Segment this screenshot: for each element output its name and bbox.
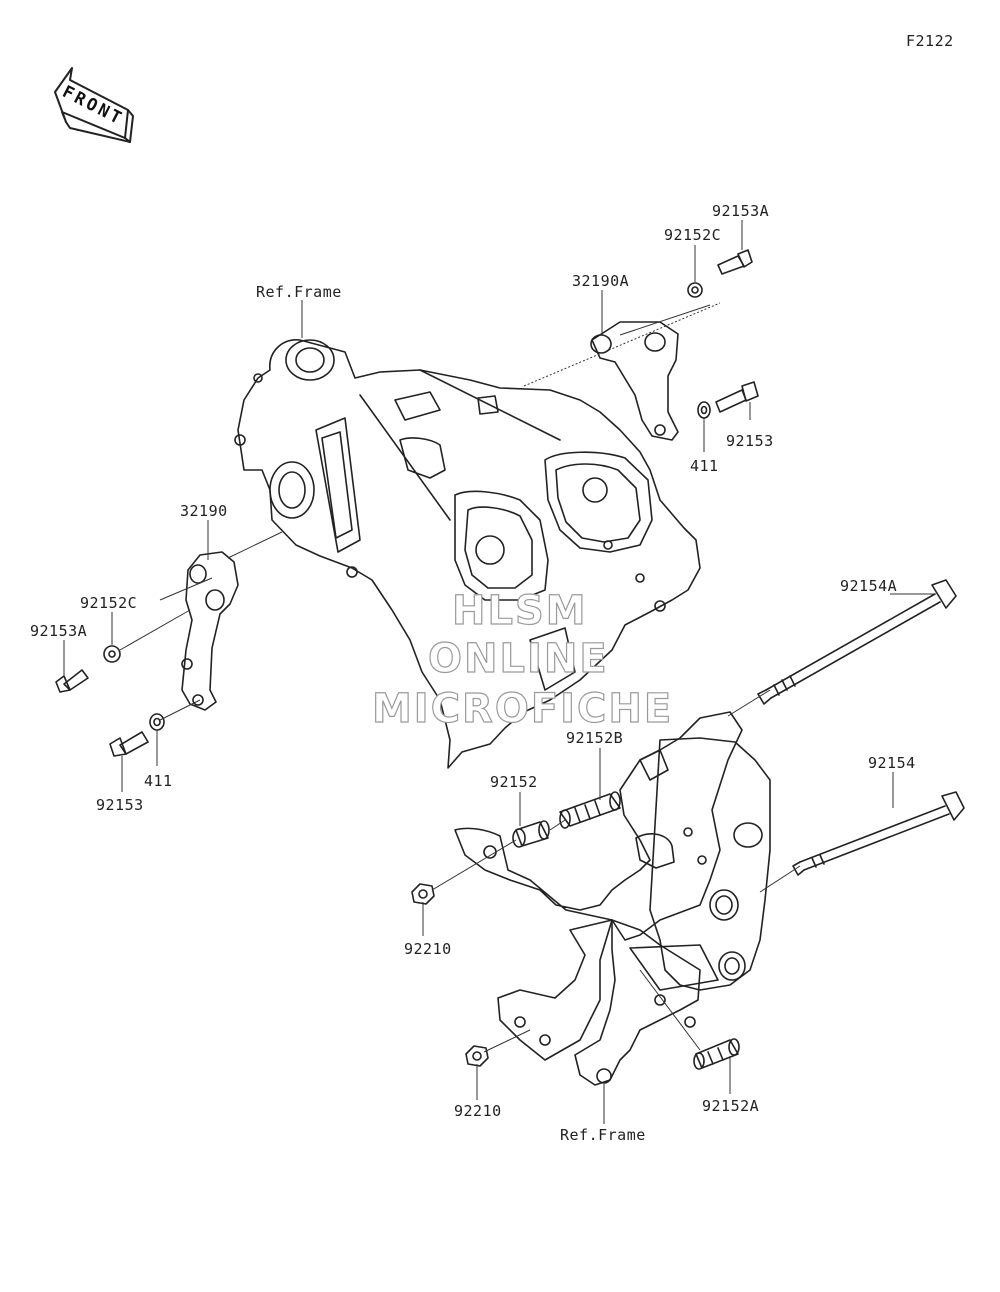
callout-label: 92210: [454, 1102, 502, 1120]
bolt-92153A-upper: [717, 249, 753, 275]
callout-label: 92154: [868, 754, 916, 772]
collar-92152C-upper: [687, 282, 703, 298]
callout-label: 32190: [180, 502, 228, 520]
bolt-92153-upper: [715, 381, 759, 413]
washer-411-left: [149, 713, 165, 731]
callout-label: 92153A: [30, 622, 88, 640]
collar-92152: [512, 820, 550, 848]
callout-label: 92153: [96, 796, 144, 814]
bracket-32190: [181, 551, 239, 711]
bolt-92153-left: [109, 731, 149, 757]
callout-label: 32190A: [572, 272, 630, 290]
watermark-line2: ONLINE: [427, 635, 609, 682]
bracket-32190A: [590, 321, 679, 441]
washer-411-upper: [697, 401, 711, 419]
callout-label: 92154A: [840, 577, 898, 595]
callout-label: 92152C: [80, 594, 138, 612]
callout-label: 92152C: [664, 226, 722, 244]
figure-code: F2122: [906, 32, 954, 50]
callout-label: 92210: [404, 940, 452, 958]
callout-label: Ref.Frame: [560, 1126, 646, 1144]
callout-label: 411: [690, 457, 719, 475]
main-frame-lower: [454, 711, 771, 1086]
bolt-92154: [792, 791, 965, 876]
main-frame-upper: [234, 339, 701, 769]
nut-92210-lower: [465, 1045, 489, 1067]
bolt-92153A-left: [55, 669, 89, 693]
leader-lines: [63, 220, 935, 1124]
collar-92152A: [693, 1038, 740, 1070]
bolt-92154A: [757, 579, 957, 705]
callout-label: 92152B: [566, 729, 624, 747]
callout-label: 92153: [726, 432, 774, 450]
watermark-line1: HLSM: [451, 587, 588, 634]
collar-92152C-left: [103, 645, 121, 663]
callout-label: 411: [144, 772, 173, 790]
callout-label: Ref.Frame: [256, 283, 342, 301]
collar-92152B: [559, 791, 621, 829]
nut-92210-upper: [411, 883, 435, 905]
callout-label: 92152A: [702, 1097, 760, 1115]
front-arrow-icon: [54, 67, 134, 143]
callout-label: 92152: [490, 773, 538, 791]
callout-label: 92153A: [712, 202, 770, 220]
watermark-line3: MICROFICHE: [371, 685, 674, 732]
